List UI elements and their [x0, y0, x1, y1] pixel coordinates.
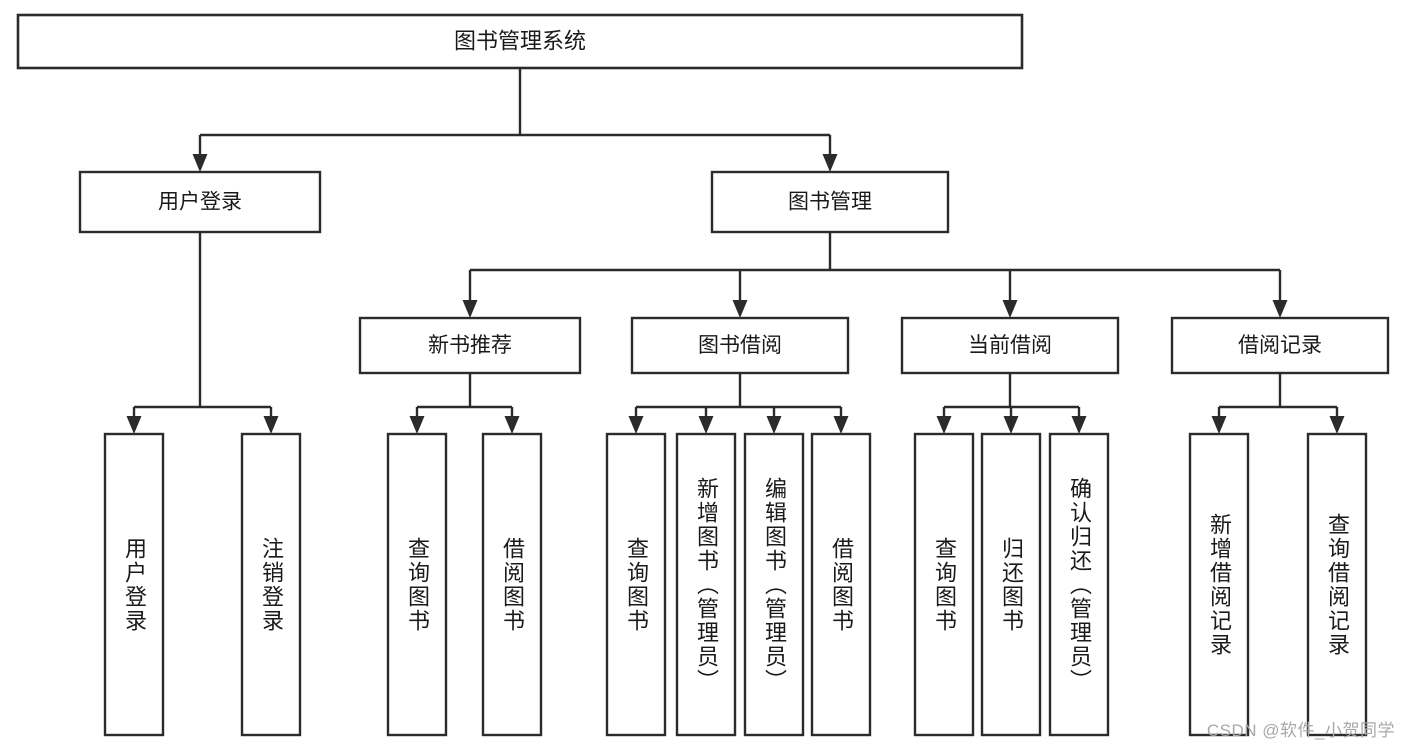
node-box[interactable] — [78, 170, 322, 234]
node-label: 用户登录 — [158, 191, 242, 214]
node-box[interactable] — [16, 13, 1024, 70]
node-label: 图书借阅 — [698, 334, 782, 357]
arrow-head — [833, 416, 849, 434]
arrow-head — [936, 416, 952, 434]
arrow-head — [1003, 416, 1019, 434]
leaf-node-确认归还管理员[interactable] — [1048, 432, 1110, 737]
arrow-head — [628, 416, 644, 434]
arrow-head — [126, 416, 142, 434]
node-box[interactable] — [1170, 316, 1390, 375]
level3-node-借阅记录[interactable]: 借阅记录 — [1170, 316, 1390, 375]
root-node-图书管理系统[interactable]: 图书管理系统 — [16, 13, 1024, 70]
leaf-node-查询图书[interactable] — [605, 432, 667, 737]
arrow-head — [1002, 300, 1018, 318]
arrow-head — [409, 416, 425, 434]
node-label: 图书管理系统 — [454, 28, 586, 53]
arrow-head — [1329, 416, 1345, 434]
level2-node-用户登录[interactable]: 用户登录 — [78, 170, 322, 234]
level2-node-图书管理[interactable]: 图书管理 — [710, 170, 950, 234]
arrow-head — [1211, 416, 1227, 434]
level3-node-新书推荐[interactable]: 新书推荐 — [358, 316, 582, 375]
level3-node-当前借阅[interactable]: 当前借阅 — [900, 316, 1120, 375]
leaf-node-注销登录[interactable] — [240, 432, 302, 737]
leaf-node-新增借阅记录[interactable] — [1188, 432, 1250, 737]
node-label: 新书推荐 — [428, 334, 512, 357]
arrow-head — [732, 300, 748, 318]
leaf-node-查询借阅记录[interactable] — [1306, 432, 1368, 737]
node-label: 图书管理 — [788, 191, 872, 214]
leaf-node-归还图书[interactable] — [980, 432, 1042, 737]
node-box[interactable] — [630, 316, 850, 375]
node-label: 借阅记录 — [1238, 334, 1322, 357]
arrow-head — [766, 416, 782, 434]
arrow-head — [1071, 416, 1087, 434]
arrow-head — [462, 300, 478, 318]
leaf-node-借阅图书[interactable] — [481, 432, 543, 737]
watermark-text: CSDN @软件_小贺同学 — [1206, 721, 1395, 740]
leaf-node-查询图书[interactable] — [913, 432, 975, 737]
arrow-head — [1272, 300, 1288, 318]
arrow-head — [698, 416, 714, 434]
arrow-head — [504, 416, 520, 434]
leaf-node-编辑图书管理员[interactable] — [743, 432, 805, 737]
leaf-node-借阅图书[interactable] — [810, 432, 872, 737]
node-box[interactable] — [710, 170, 950, 234]
level3-node-图书借阅[interactable]: 图书借阅 — [630, 316, 850, 375]
leaf-node-查询图书[interactable] — [386, 432, 448, 737]
arrow-head — [822, 154, 838, 172]
node-label: 当前借阅 — [968, 334, 1052, 357]
arrow-head — [263, 416, 279, 434]
leaf-node-用户登录[interactable] — [103, 432, 165, 737]
leaf-node-新增图书管理员[interactable] — [675, 432, 737, 737]
node-box[interactable] — [358, 316, 582, 375]
arrow-head — [192, 154, 208, 172]
node-box[interactable] — [900, 316, 1120, 375]
